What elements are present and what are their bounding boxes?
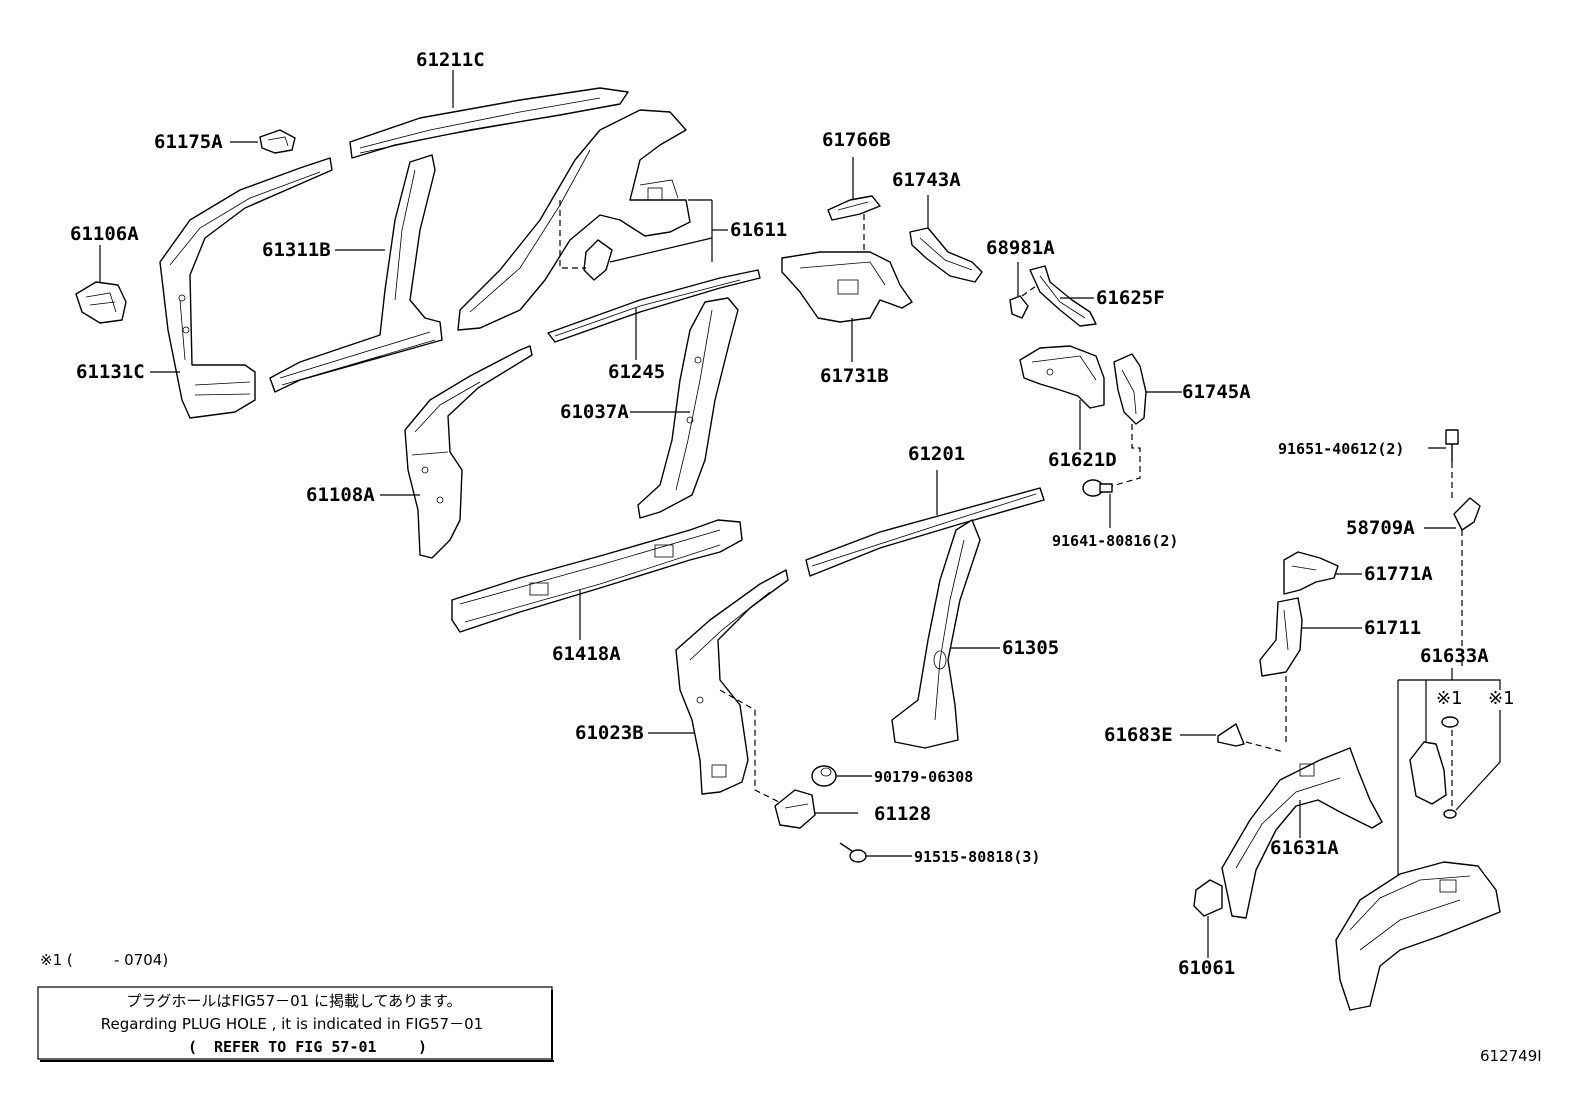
quarter-panel-patch-part <box>583 239 613 281</box>
note-line-paren-open: ( <box>188 1038 197 1056</box>
front-pillar-outer-part <box>159 157 333 419</box>
label-61625f: 61625F <box>1096 287 1165 309</box>
roof-side-rail-part <box>349 87 629 159</box>
label-61128: 61128 <box>874 803 931 825</box>
wheelhouse-bracket-part <box>1409 741 1447 805</box>
label-61766b: 61766B <box>822 129 891 151</box>
label-61211c: 61211C <box>416 49 485 71</box>
note-box: プラグホールはFIG57－01 に掲載してあります。 Regarding PLU… <box>37 986 554 1062</box>
label-58709a: 58709A <box>1346 517 1415 539</box>
roof-side-inner-lower-part <box>805 487 1045 577</box>
label-61245: 61245 <box>608 361 665 383</box>
quarter-panel-outer-part <box>457 109 691 331</box>
label-61731b: 61731B <box>820 365 889 387</box>
label-61131c: 61131C <box>76 361 145 383</box>
label-61771a: 61771A <box>1364 563 1433 585</box>
footnote-range: - 0704) <box>114 951 168 969</box>
label-68981a: 68981A <box>986 237 1055 259</box>
label-61621d: 61621D <box>1048 449 1117 471</box>
front-pillar-inner-part <box>404 345 533 559</box>
bracket-61771a-part <box>1283 551 1339 595</box>
grommet-part <box>1441 716 1459 819</box>
note-line-reference: REFER TO FIG 57-01 <box>214 1038 377 1056</box>
label-91641-80816: 91641-80816(2) <box>1052 532 1178 550</box>
label-90179-06308: 90179-06308 <box>874 768 973 786</box>
panel-61711-part <box>1259 597 1303 677</box>
center-pillar-reinforcement-part <box>891 519 981 749</box>
reference-mark-1-right: ※1 <box>1488 688 1515 709</box>
label-91515-80818: 91515-80818(3) <box>914 848 1040 866</box>
label-61711: 61711 <box>1364 617 1421 639</box>
label-61311b: 61311B <box>262 239 331 261</box>
note-line-paren-close: ) <box>418 1038 427 1056</box>
label-61305: 61305 <box>1002 637 1059 659</box>
quarter-inner-part <box>781 251 913 323</box>
roof-side-inner-part <box>547 269 761 343</box>
front-pillar-lower-part <box>675 569 789 795</box>
label-61683e: 61683E <box>1104 724 1173 746</box>
note-line-japanese: プラグホールはFIG57－01 に掲載してあります。 <box>126 992 461 1010</box>
bracket-61061-part <box>1193 879 1223 917</box>
wheelhouse-inner-part <box>1335 861 1501 1011</box>
label-61108a: 61108A <box>306 484 375 506</box>
bracket-61743a-part <box>909 227 983 283</box>
footnote-mark: ※1 ( <box>40 951 73 969</box>
wheelhouse-panel-61621d-part <box>1019 345 1105 409</box>
nut-90179-part <box>811 765 837 787</box>
center-pillar-outer-part <box>269 154 443 393</box>
label-61023b: 61023B <box>575 722 644 744</box>
label-61631a: 61631A <box>1270 837 1339 859</box>
label-61745a: 61745A <box>1182 381 1251 403</box>
label-61037a: 61037A <box>560 401 629 423</box>
bolt-91515-part <box>839 842 867 863</box>
label-61418a: 61418A <box>552 643 621 665</box>
label-61175a: 61175A <box>154 131 223 153</box>
label-61743a: 61743A <box>892 169 961 191</box>
bracket-61106a-part <box>75 281 127 324</box>
label-61061: 61061 <box>1178 957 1235 979</box>
bracket-61175a-part <box>259 129 296 154</box>
bracket-61766b-part <box>827 195 881 221</box>
clip-68981a-part <box>1009 295 1029 319</box>
note-line-english: Regarding PLUG HOLE , it is indicated in… <box>101 1015 483 1033</box>
bracket-58709a-part <box>1453 497 1481 531</box>
wheelhouse-bracket-61745a-part <box>1113 353 1147 425</box>
label-61611: 61611 <box>730 219 787 241</box>
center-pillar-inner-part <box>637 297 739 519</box>
label-61201: 61201 <box>908 443 965 465</box>
label-61106a: 61106A <box>70 223 139 245</box>
rocker-inner-part <box>451 519 743 633</box>
figure-id: 612749I <box>1480 1047 1542 1065</box>
label-61633a: 61633A <box>1420 645 1489 667</box>
label-91651-40612: 91651-40612(2) <box>1278 440 1404 458</box>
reference-mark-1-left: ※1 <box>1436 688 1463 709</box>
bolt-91641-part <box>1082 479 1113 497</box>
wheelhouse-outer-part <box>1221 747 1383 919</box>
bracket-61128-part <box>774 789 816 829</box>
panel-61683e-part <box>1217 723 1245 747</box>
bolt-91651-part <box>1445 429 1459 462</box>
bracket-61625f-part <box>1029 265 1097 327</box>
